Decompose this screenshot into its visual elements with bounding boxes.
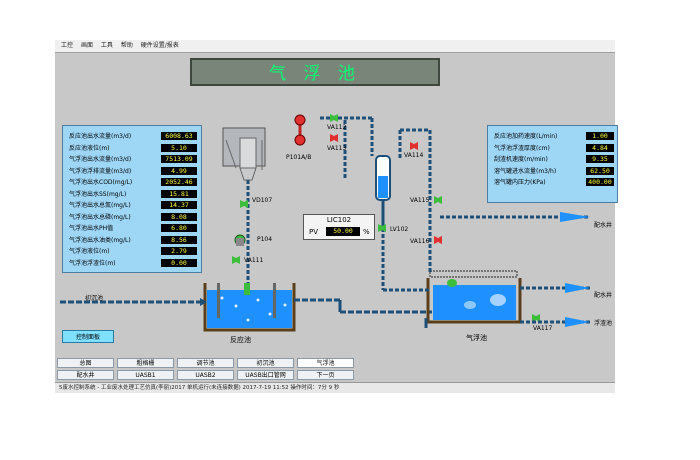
left-panel-row-label: 气浮池出水油类(mg/L) [69, 236, 131, 244]
menu-item-hardware[interactable]: 硬件设置/报表 [140, 42, 179, 49]
nav-button-nav1-4[interactable]: 气浮池 [297, 358, 354, 368]
va114-label: VA114 [404, 152, 424, 159]
nav-button-nav2-1[interactable]: UASB1 [117, 370, 174, 380]
left-panel-row-value: 15.81 [161, 189, 197, 198]
menu-item-tools[interactable]: 工具 [100, 42, 113, 49]
left-panel-row-label: 气浮池出水总磷(mg/L) [69, 213, 131, 221]
reactor-label: 反应池 [230, 336, 251, 344]
left-panel-row-label: 气浮池出水COD(mg/L) [69, 179, 133, 186]
p104-label: P104 [257, 236, 273, 243]
lic102-unit: % [363, 228, 370, 236]
nav-button-nav1-3[interactable]: 初沉池 [237, 358, 294, 368]
right-data-panel: 反应池加药速度(L/min) 1.00 气浮池浮渣厚度(cm) 4.84 刮渣机速度(m… [487, 125, 618, 203]
left-panel-row-value: 14.37 [161, 201, 197, 209]
left-panel-row-value: 6008.63 [161, 132, 197, 140]
nav-button-nav1-1[interactable]: 粗格栅 [117, 358, 174, 368]
menu-item-control[interactable]: 工控 [61, 42, 74, 49]
menu-bar: 工控 画面 工具 帮助 硬件设置/报表 [55, 40, 615, 53]
control-panel-button[interactable]: 控制面板 [62, 330, 114, 343]
lv102-label: LV102 [390, 226, 409, 233]
right-panel-row-label: 溶气罐内压力(KPa) [494, 179, 546, 186]
right-panel-row-label: 刮渣机速度(m/min) [494, 156, 548, 163]
menu-item-screen[interactable]: 画面 [80, 42, 93, 49]
left-panel-row-value: 6.80 [161, 224, 197, 232]
nav-button-nav1-2[interactable]: 调节池 [177, 358, 234, 368]
nav-button-nav2-2[interactable]: UASB2 [177, 370, 234, 380]
va113-label: VA113 [327, 145, 347, 152]
left-panel-row-value: 8.08 [161, 212, 197, 221]
nav-button-nav2-4[interactable]: 下一页 [297, 370, 354, 380]
va117-label: VA117 [533, 325, 553, 332]
left-panel-row-label: 气浮池浮排流量(m3/d) [69, 167, 132, 175]
va112-label: VA112 [327, 124, 347, 131]
status-bar: 5废水控制系统 - 工业废水处理工艺仿真(李丽)2017 单机运行(未连接数据)… [55, 382, 615, 393]
outflow-top-label: 配水井 [594, 222, 613, 229]
lic102-name: LIC102 [326, 216, 352, 224]
left-panel-row-value: 5.10 [161, 143, 197, 152]
va115-label: VA115 [410, 197, 430, 204]
left-panel-row-label: 气浮池出水总氮(mg/L) [69, 202, 131, 209]
lic102-pv-value: 50.00 [326, 227, 360, 236]
nav-button-nav2-0[interactable]: 配水井 [57, 370, 114, 380]
inflow-left-label: 初沉池 [85, 295, 104, 302]
right-panel-row-value: 9.35 [586, 155, 614, 163]
va111-label: VA111 [244, 257, 264, 264]
left-panel-row-label: 气浮池出水流量(m3/d) [69, 156, 132, 163]
left-panel-row-label: 反应池出水流量(m3/d) [69, 133, 132, 140]
left-panel-row-value: 0.00 [161, 258, 197, 267]
left-panel-row-value: 2052.46 [161, 178, 197, 186]
right-panel-row-label: 气浮池浮渣厚度(cm) [494, 144, 550, 152]
flotation-label: 气浮池 [466, 334, 487, 342]
outflow-mid-label: 配水井 [594, 292, 613, 299]
left-panel-row-label: 气浮池出水PH值 [69, 225, 114, 232]
right-panel-row-label: 反应池加药速度(L/min) [494, 133, 558, 140]
left-panel-row-value: 8.56 [161, 235, 197, 244]
menu-item-help[interactable]: 帮助 [120, 42, 133, 49]
right-panel-row-value: 62.50 [586, 166, 614, 175]
nav-button-nav2-3[interactable]: UASB出口管网 [237, 370, 294, 380]
left-data-panel: 反应池出水流量(m3/d) 6008.63 反应池液位(m) 5.10 气浮池出水流量(… [62, 125, 202, 273]
nav-button-nav1-0[interactable]: 总图 [57, 358, 114, 368]
right-panel-row-value: 4.84 [586, 143, 614, 152]
p101-label: P101A/B [286, 154, 312, 161]
right-panel-row-value: 400.00 [586, 178, 614, 186]
vd107-label: VD107 [252, 197, 273, 204]
page-title: 气 浮 池 [190, 58, 440, 86]
right-panel-row-value: 1.00 [586, 132, 614, 140]
outflow-bottom-label: 浮渣池 [594, 320, 613, 327]
left-panel-row-label: 气浮池出水SS(mg/L) [69, 190, 127, 198]
left-panel-row-label: 气浮池液位(m) [69, 248, 110, 255]
status-text: 5废水控制系统 - 工业废水处理工艺仿真(李丽)2017 单机运行(未连接数据)… [59, 385, 340, 391]
right-panel-row-label: 溶气罐进水流量(m3/h) [494, 167, 557, 175]
lic102-controller[interactable]: LIC102 PV 50.00 % [303, 214, 375, 240]
left-panel-row-label: 气浮池浮渣位(m) [69, 259, 116, 267]
left-panel-row-value: 7513.09 [161, 155, 197, 163]
va116-label: VA116 [410, 238, 430, 245]
left-panel-row-label: 反应池液位(m) [69, 144, 110, 152]
lic102-pv-label: PV [309, 228, 319, 236]
left-panel-row-value: 2.79 [161, 247, 197, 255]
left-panel-row-value: 4.99 [161, 166, 197, 175]
